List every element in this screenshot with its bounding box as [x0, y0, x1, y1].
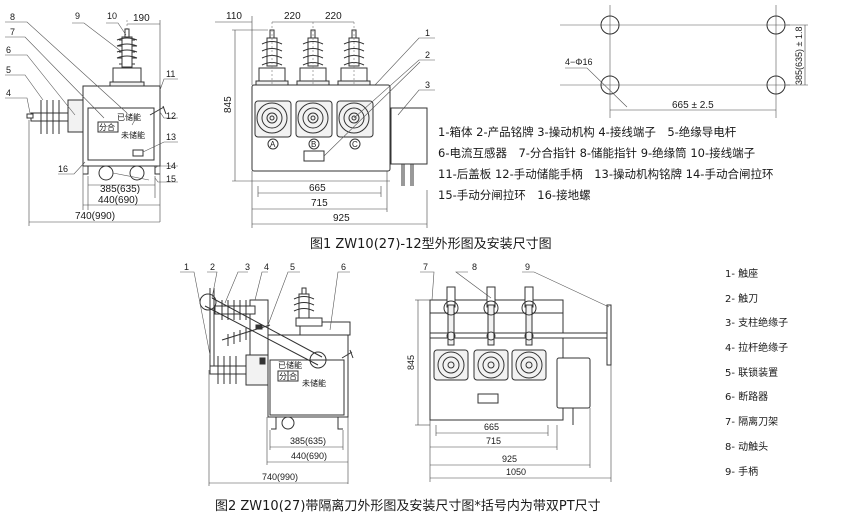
- hole-spec-label: 4−Φ16: [565, 57, 592, 67]
- fig1-callout-8: 8: [10, 12, 15, 22]
- fig1-callout-11: 11: [166, 69, 175, 79]
- fig1-ct-windows: [254, 100, 374, 138]
- fig2-callout-6: 6: [341, 262, 346, 272]
- fig2-legend-item: 9- 手柄: [725, 466, 759, 478]
- fig1-dim-220b: 220: [325, 11, 342, 22]
- plan-dim-width: 665 ± 2.5: [672, 100, 714, 111]
- fig2-side-view: 已储能 分 合 未储能 1 2 3 4 5 6 385(635) 440(690…: [180, 262, 354, 486]
- fig2-callout-7: 7: [423, 262, 428, 272]
- fig1-callout-4: 4: [6, 88, 11, 98]
- fig2-front-view: 7 8 9 845 665 715 925 1050: [406, 262, 612, 482]
- fig1-callout-3: 3: [425, 80, 430, 90]
- fig2-callout-2: 2: [210, 262, 215, 272]
- fig1-legend-line: 6-电流互感器 7-分合指针 8-储能指针 9-绝缘筒 10-接线端子: [438, 146, 756, 160]
- fig1-callout-7: 7: [10, 27, 15, 37]
- fig1-dim-665: 665: [309, 183, 326, 194]
- fig1-legend: 1-箱体 2-产品铭牌 3-操动机构 4-接线端子 5-绝缘导电杆 6-电流互感…: [438, 122, 773, 206]
- fig2-legend-item: 8- 动触头: [725, 441, 769, 453]
- fig1-legend-line: 1-箱体 2-产品铭牌 3-操动机构 4-接线端子 5-绝缘导电杆: [438, 125, 737, 139]
- fig2-dim-715: 715: [486, 436, 501, 446]
- fig2-dim-740: 740(990): [262, 472, 298, 482]
- fig1-callout-13: 13: [166, 132, 176, 142]
- fig1-callout-6: 6: [6, 45, 11, 55]
- fig2-callout-1: 1: [184, 262, 189, 272]
- fig1-callout-12: 12: [166, 111, 176, 121]
- fig1-dim-925: 925: [333, 213, 350, 224]
- plan-dim-height: 385(635) ± 1.8: [794, 27, 804, 85]
- fig1-mounting-plan: 4−Φ16 665 ± 2.5 385(635) ± 1.8: [560, 5, 808, 118]
- fig2-top-insulator: [293, 287, 323, 327]
- fig2-dim-925: 925: [502, 454, 517, 464]
- fig2-callout-9: 9: [525, 262, 530, 272]
- fig2-dim-1050: 1050: [506, 467, 526, 477]
- fig2-dim-845: 845: [406, 355, 416, 370]
- fig1-dim-385: 385(635): [100, 184, 140, 195]
- fig1-side-bushing: [26, 100, 69, 134]
- fig1-dim-110: 110: [226, 11, 242, 22]
- fig1-phase-a: A: [270, 140, 276, 149]
- fig1-dim-845: 845: [223, 96, 234, 113]
- fig2-open-indicator: 分: [279, 372, 287, 381]
- fig2-close-indicator: 合: [289, 371, 297, 381]
- fig2-caption: 图2 ZW10(27)带隔离刀外形图及安装尺寸图*括号内为带双PT尺寸: [215, 499, 601, 514]
- fig1-nameplate: [303, 150, 325, 162]
- fig1-callout-10: 10: [107, 11, 117, 21]
- fig1-dim-715: 715: [311, 198, 328, 209]
- fig2-mechanism-box: [556, 357, 591, 409]
- fig1-caption: 图1 ZW10(27)-12型外形图及安装尺寸图: [310, 237, 552, 252]
- fig2-dim-385: 385(635): [290, 436, 326, 446]
- mounting-hole: [600, 75, 620, 95]
- fig1-callout-15: 15: [166, 174, 176, 184]
- fig2-legend-item: 7- 隔离刀架: [725, 417, 779, 429]
- fig1-side-view: 分合 已储能 未储能 8 7 6 5 4 9 10 11 12: [5, 11, 178, 226]
- fig1-legend-line: 11-后盖板 12-手动储能手柄 13-操动机构铭牌 14-手动合闸拉环: [438, 167, 774, 181]
- fig2-callout-5: 5: [290, 262, 295, 272]
- mounting-hole: [766, 75, 786, 95]
- fig1-dim-190: 190: [133, 13, 150, 24]
- fig2-legend-item: 2- 触刀: [725, 293, 759, 305]
- fig1-dim-220a: 220: [284, 11, 301, 22]
- fig1-legend-line: 15-手动分闸拉环 16-接地螺: [438, 188, 591, 202]
- mounting-hole: [600, 15, 620, 35]
- fig1-charged-indicator: 已储能: [117, 112, 141, 122]
- fig1-callout-2: 2: [425, 50, 430, 60]
- fig2-callout-3: 3: [245, 262, 250, 272]
- fig2-charged-indicator: 已储能: [278, 360, 302, 370]
- fig1-callout-9: 9: [75, 11, 80, 21]
- fig2-legend: 1- 触座 2- 触刀 3- 支柱绝缘子 4- 拉杆绝缘子 5- 联锁装置 6-…: [725, 265, 788, 487]
- fig2-ct-windows: [433, 349, 547, 381]
- fig1-callout-1: 1: [425, 28, 430, 38]
- fig1-phase-c: C: [352, 140, 358, 149]
- fig1-phase-b: B: [311, 140, 316, 149]
- fig1-callout-5: 5: [6, 65, 11, 75]
- fig2-legend-item: 6- 断路器: [725, 392, 769, 404]
- fig2-callout-4: 4: [264, 262, 269, 272]
- fig2-legend-item: 5- 联锁装置: [725, 367, 779, 379]
- fig1-front-view: A B C 1 2 3 110 220 220 845 665 715: [215, 11, 435, 228]
- fig1-top-insulator: [109, 28, 145, 87]
- fig1-callout-16: 16: [58, 164, 68, 174]
- fig2-knife-assemblies: [443, 286, 537, 346]
- fig2-dim-665: 665: [484, 422, 499, 432]
- fig2-legend-item: 1- 触座: [725, 269, 759, 280]
- fig2-legend-item: 4- 拉杆绝缘子: [725, 343, 789, 355]
- fig1-dim-440: 440(690): [98, 195, 138, 206]
- fig1-uncharged-indicator: 未储能: [121, 130, 145, 140]
- fig2-uncharged-indicator: 未储能: [302, 378, 326, 388]
- fig2-handle: [606, 304, 612, 366]
- fig1-dim-740: 740(990): [75, 211, 115, 222]
- fig1-open-close-indicator: 分合: [99, 122, 115, 132]
- fig1-callout-14: 14: [166, 161, 176, 171]
- fig2-legend-item: 3- 支柱绝缘子: [725, 318, 789, 330]
- mounting-hole: [766, 15, 786, 35]
- fig1-mechanism-box: [390, 107, 428, 165]
- fig2-dim-440: 440(690): [291, 451, 327, 461]
- fig2-callout-8: 8: [472, 262, 477, 272]
